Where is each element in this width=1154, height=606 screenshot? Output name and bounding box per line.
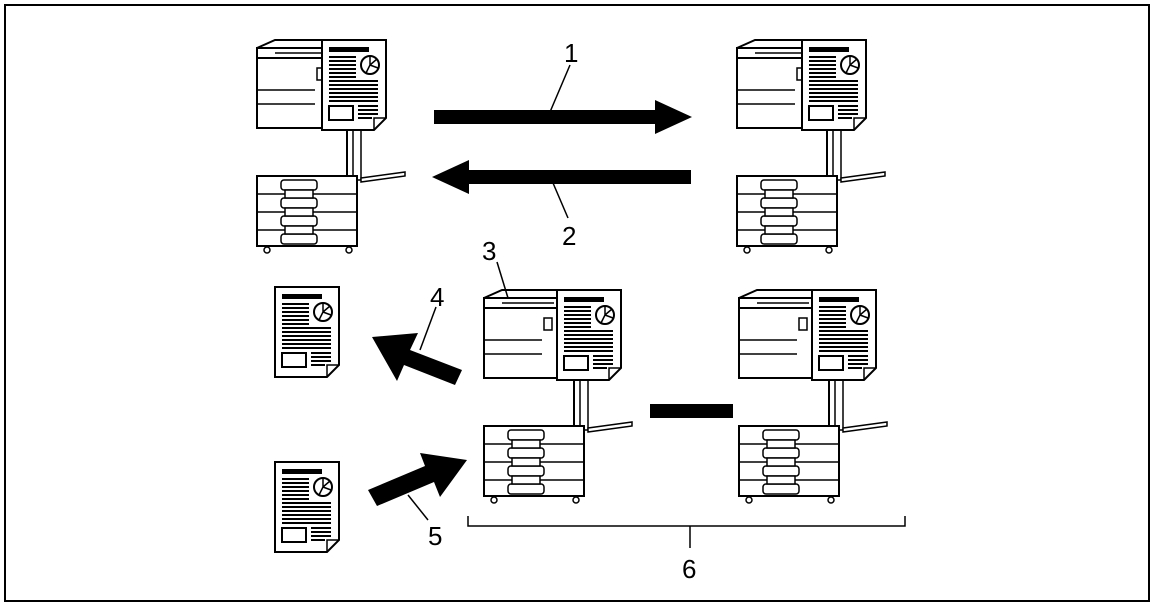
- input-document-icon: [274, 461, 340, 553]
- label-4: 4: [430, 282, 444, 312]
- output-document-icon: [274, 286, 340, 378]
- label-6: 6: [682, 554, 696, 584]
- document-icon: [556, 289, 622, 381]
- input-arrow: [368, 453, 467, 506]
- document-icon: [811, 289, 877, 381]
- diagram-frame: [4, 4, 1150, 602]
- network-connection: [650, 404, 733, 418]
- receive-arrow: [432, 160, 691, 194]
- document-icon: [321, 39, 387, 131]
- label-5: 5: [428, 521, 442, 551]
- label-2: 2: [562, 221, 576, 251]
- label-3: 3: [482, 236, 496, 266]
- document-icon: [801, 39, 867, 131]
- label-1: 1: [564, 38, 578, 68]
- send-arrow: [434, 100, 692, 134]
- output-arrow: [372, 333, 462, 385]
- group-bracket: [467, 516, 906, 548]
